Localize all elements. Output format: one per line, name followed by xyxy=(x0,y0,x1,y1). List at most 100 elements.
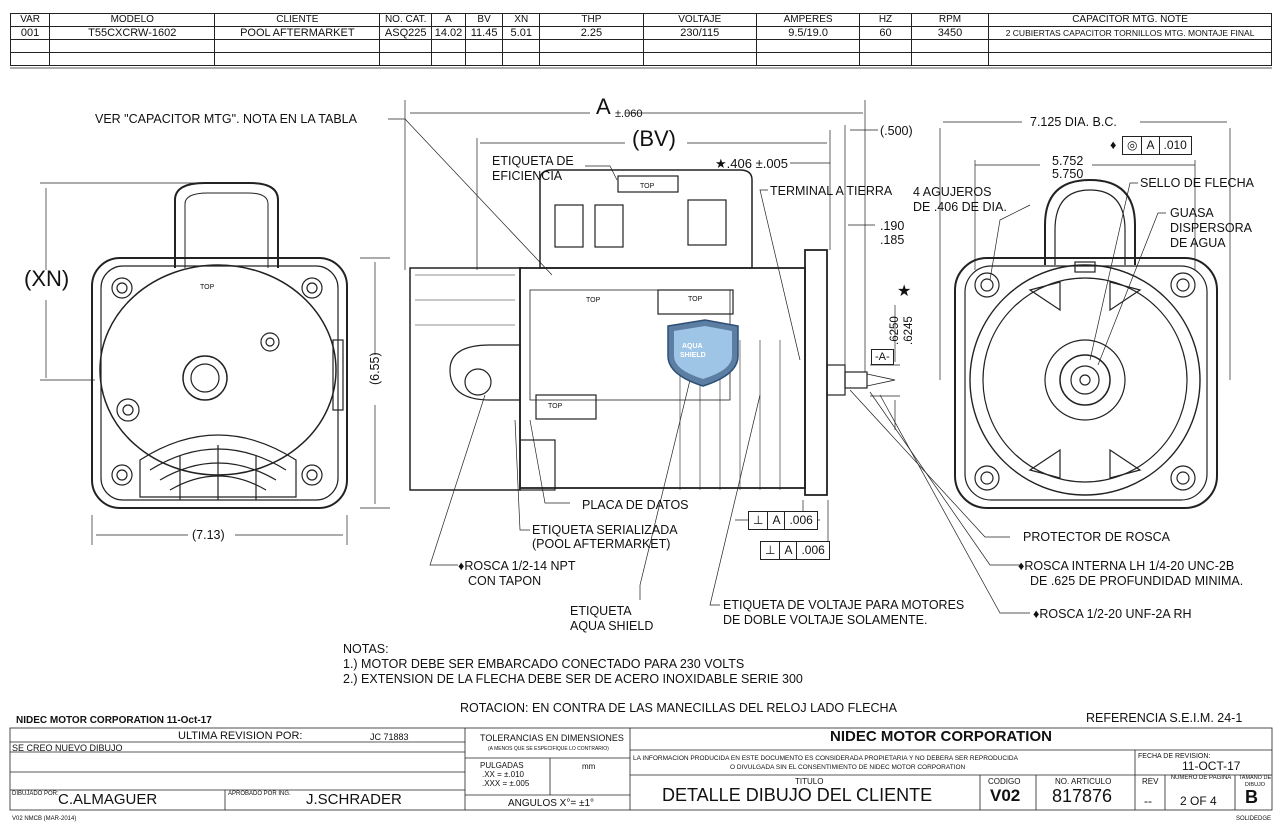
top-tag-4: TOP xyxy=(548,403,563,410)
gdt-tol: .006 xyxy=(801,543,825,557)
revision-desc: SE CREO NUEVO DIBUJO xyxy=(12,743,123,753)
shield-text-2: SHIELD xyxy=(680,352,706,359)
top-tag-5: TOP xyxy=(200,284,215,291)
bc-dim: 7.125 DIA. B.C. xyxy=(1030,115,1117,129)
tol-xxx: .XXX = ±.005 xyxy=(482,779,530,788)
articulo-label: NO. ARTICULO xyxy=(1055,777,1112,786)
sello: SELLO DE FLECHA xyxy=(1140,176,1254,190)
aqua-label-1: ETIQUETA xyxy=(570,604,632,618)
gdt-frame-2: ⊥ A .006 xyxy=(760,541,830,560)
dim-bv: (BV) xyxy=(632,126,676,151)
dim-5750: 5.750 xyxy=(1052,167,1084,181)
tamano: B xyxy=(1245,787,1258,807)
side-view xyxy=(388,100,1030,614)
concentricity-icon: ◎ xyxy=(1123,137,1143,154)
articulo: 817876 xyxy=(1052,786,1113,806)
serial-1: ETIQUETA SERIALIZADA xyxy=(532,523,678,537)
fecha: 11-OCT-17 xyxy=(1182,759,1241,773)
gdt-tol: .010 xyxy=(1163,138,1187,152)
serial-2: (POOL AFTERMARKET) xyxy=(532,537,671,551)
codigo-label: CODIGO xyxy=(988,777,1021,786)
capacitor-note: VER "CAPACITOR MTG". NOTA EN LA TABLA xyxy=(95,112,357,126)
star-406: ★.406 ±.005 xyxy=(715,156,789,171)
perpendicular-icon: ⊥ xyxy=(761,542,781,559)
terminal-tierra: TERMINAL A TIERRA xyxy=(770,184,893,198)
approved-by: J.SCHRADER xyxy=(306,791,402,808)
approved-label: APROBADO POR ING. xyxy=(228,791,291,797)
drawing-title: DETALLE DIBUJO DEL CLIENTE xyxy=(662,785,933,805)
dim-500: (.500) xyxy=(880,124,913,138)
guasa-1: GUASA xyxy=(1170,206,1214,220)
revision-id: JC 71883 xyxy=(370,732,409,742)
holes-1: 4 AGUJEROS xyxy=(913,185,992,199)
dim-5752: 5.752 xyxy=(1052,154,1084,168)
pagina-label: NUMERO DE PAGINA xyxy=(1170,775,1232,781)
gdt-frame-1: ⊥ A .006 xyxy=(748,511,818,530)
rosca-npt-2: CON TAPON xyxy=(468,574,542,588)
titulo-label: TITULO xyxy=(795,777,824,786)
dim-713: (7.13) xyxy=(192,528,225,542)
eff-label-2: EFICIENCIA xyxy=(492,169,563,183)
dim-190: .190 xyxy=(880,219,905,233)
gdt-frame-3: ◎ A .010 xyxy=(1122,136,1192,155)
notes-title: NOTAS: xyxy=(343,642,389,656)
title-block-lines xyxy=(9,727,1273,811)
rosca-int-2: DE .625 DE PROFUNDIDAD MINIMA. xyxy=(1030,574,1244,588)
dim-a-tol: ±.060 xyxy=(615,108,643,120)
spec-row-empty xyxy=(9,52,1272,66)
guasa-2: DISPERSORA xyxy=(1170,221,1252,235)
spec-cell: 001 xyxy=(9,26,51,40)
dim-xn: (XN) xyxy=(24,266,70,291)
datum-a: -A- xyxy=(871,349,894,365)
mm: mm xyxy=(582,762,596,771)
rev: -- xyxy=(1144,794,1152,808)
gdt-tol: .006 xyxy=(789,513,813,527)
gdt-datum: A xyxy=(768,512,786,529)
rosca-unf: ♦ROSCA 1/2-20 UNF-2A RH xyxy=(1033,607,1192,621)
placa-datos: PLACA DE DATOS xyxy=(582,498,689,512)
left-end-view xyxy=(40,182,390,545)
holes-2: DE .406 DE DIA. xyxy=(913,200,1007,214)
top-tag-2: TOP xyxy=(586,297,601,304)
dim-a: A xyxy=(596,94,611,119)
eff-label-1: ETIQUETA DE xyxy=(492,154,574,168)
spec-table: VAR MODELO CLIENTE NO. CAT. A BV XN THP … xyxy=(9,13,1272,66)
guasa-3: DE AGUA xyxy=(1170,236,1226,250)
tol-xx: .XX = ±.010 xyxy=(482,770,524,779)
volt-label-2: DE DOBLE VOLTAJE SOLAMENTE. xyxy=(723,613,928,627)
rev-label: REV xyxy=(1142,777,1159,786)
fecha-label: FECHA DE REVISION: xyxy=(1138,753,1211,760)
dim-655: (6.55) xyxy=(368,352,382,385)
right-end-view xyxy=(939,121,1231,509)
top-tag-3: TOP xyxy=(688,296,703,303)
gdt-datum: A xyxy=(780,542,798,559)
pagina: 2 OF 4 xyxy=(1180,794,1217,808)
rotation-note: ROTACION: EN CONTRA DE LAS MANECILLAS DE… xyxy=(460,701,897,715)
pulgadas: PULGADAS xyxy=(480,761,524,770)
diamond-icon: ♦ xyxy=(1110,138,1117,152)
tolerances-title: TOLERANCIAS EN DIMENSIONES xyxy=(480,733,624,743)
tamano-label: TAMANO DE DIBUJO xyxy=(1238,775,1272,788)
rosca-npt-1: ♦ROSCA 1/2-14 NPT xyxy=(458,559,576,573)
ultima-revision: ULTIMA REVISION POR: xyxy=(178,730,303,742)
top-tag-1: TOP xyxy=(640,183,655,190)
note-2: 2.) EXTENSION DE LA FLECHA DEBE SER DE A… xyxy=(343,672,803,686)
gdt-datum: A xyxy=(1142,137,1160,154)
dim-6245: .6245 xyxy=(903,316,915,345)
footer-right: SOLIDEDGE xyxy=(1236,816,1272,822)
referencia: REFERENCIA S.E.I.M. 24-1 xyxy=(1086,711,1243,725)
footer-left: V02 NMCB (MAR-2014) xyxy=(12,816,77,822)
volt-label-1: ETIQUETA DE VOLTAJE PARA MOTORES xyxy=(723,598,965,612)
rosca-int-1: ♦ROSCA INTERNA LH 1/4-20 UNC-2B xyxy=(1018,559,1235,573)
tolerances-sub: (A MENOS QUE SE ESPECIFIQUE LO CONTRARIO… xyxy=(488,746,609,752)
angles: ANGULOS X°= ±1° xyxy=(508,798,595,809)
star-icon: ★ xyxy=(897,283,912,300)
perpendicular-icon: ⊥ xyxy=(749,512,769,529)
aqua-shield-logo xyxy=(667,319,739,387)
company-name: NIDEC MOTOR CORPORATION xyxy=(830,728,1052,745)
drawn-by-label: DIBUJADO POR: xyxy=(12,791,59,797)
note-1: 1.) MOTOR DEBE SER EMBARCADO CONECTADO P… xyxy=(343,657,745,671)
protector-rosca: PROTECTOR DE ROSCA xyxy=(1023,530,1171,544)
drawn-by: C.ALMAGUER xyxy=(58,791,158,808)
